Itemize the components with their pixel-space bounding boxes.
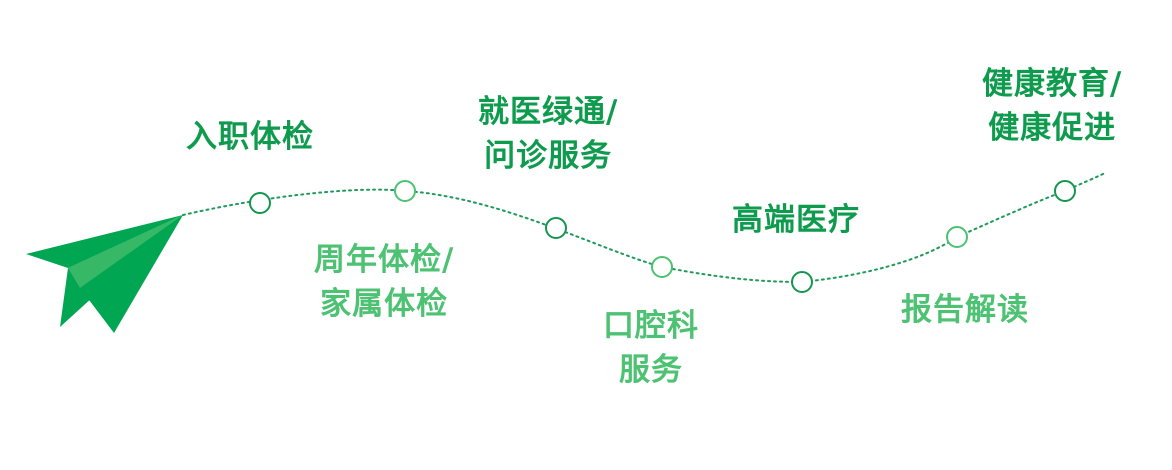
plane-left-wing (26, 215, 183, 268)
step-label-premium-medical: 高端医疗 (732, 202, 860, 238)
step-label-annual-family-checkup: 周年体检/ 家属体检 (314, 242, 455, 322)
milestone-node-2 (394, 180, 416, 202)
plane-right-wing (80, 215, 183, 333)
step-label-health-education-promotion: 健康教育/ 健康促进 (982, 66, 1123, 146)
milestone-node-6 (946, 226, 968, 248)
plane-fold (68, 215, 183, 288)
step-label-green-channel-consult: 就医绿通/ 问诊服务 (478, 94, 619, 174)
dotted-journey-path (182, 172, 1106, 284)
milestone-node-4 (651, 256, 673, 278)
step-label-report-interpretation: 报告解读 (901, 292, 1029, 328)
paper-plane-icon (26, 215, 183, 333)
step-label-onboarding-checkup: 入职体检 (186, 119, 314, 155)
step-label-dental-service: 口腔科 服务 (603, 308, 699, 388)
milestone-node-1 (249, 192, 271, 214)
milestone-nodes (249, 180, 1076, 293)
milestone-node-3 (545, 217, 567, 239)
milestone-node-5 (791, 271, 813, 293)
milestone-node-7 (1054, 180, 1076, 202)
